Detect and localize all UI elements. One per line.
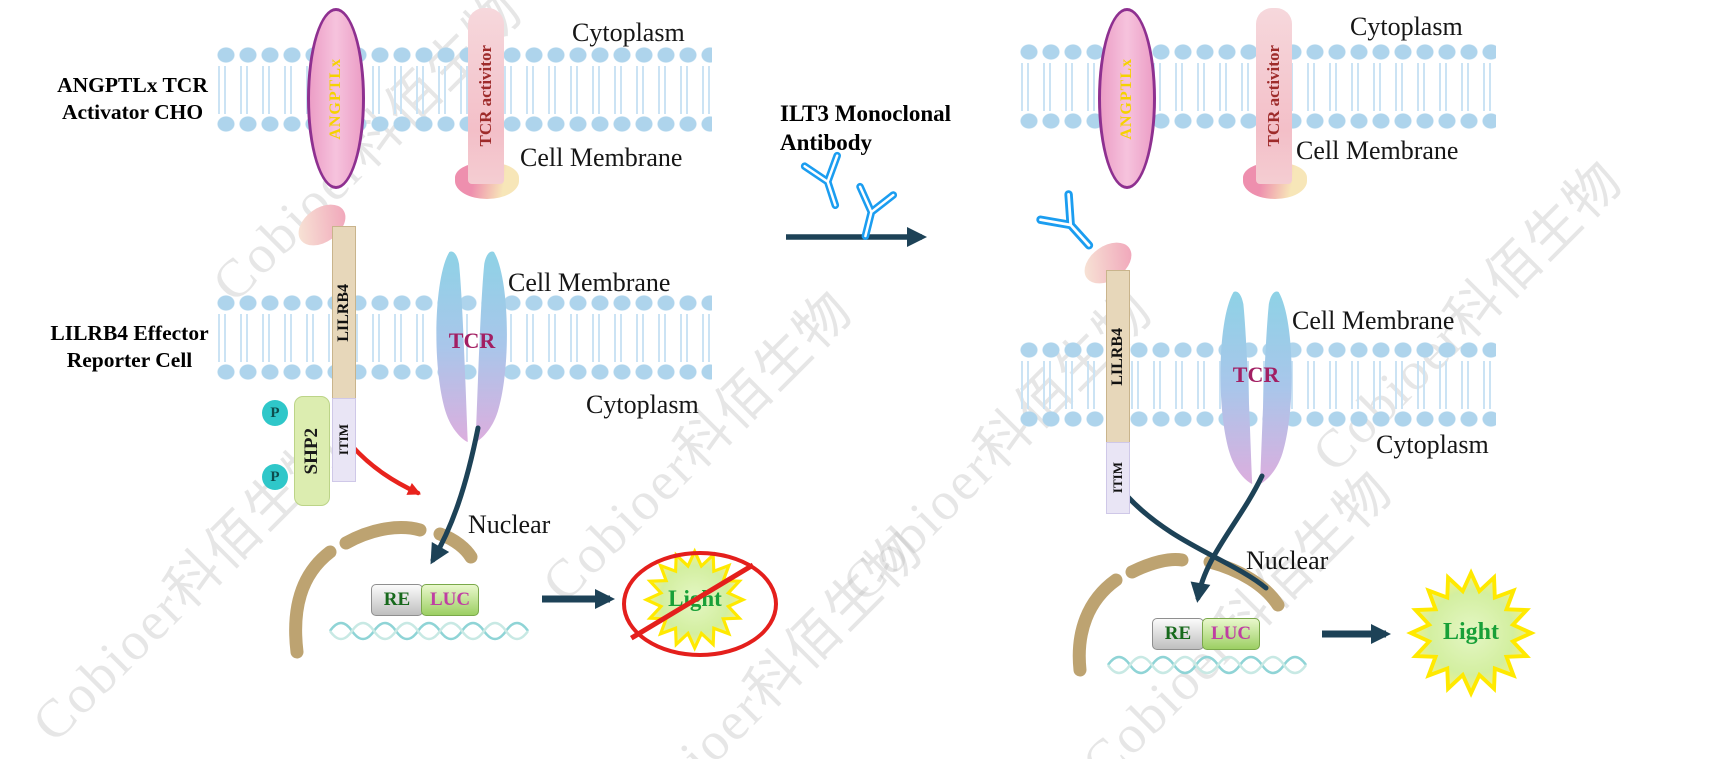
tcr-activator-label: TCR activitor <box>1264 45 1283 147</box>
cell-membrane-label: Cell Membrane <box>520 143 683 172</box>
lipid-heads <box>1018 340 1496 361</box>
nuclear-label: Nuclear <box>1246 546 1329 575</box>
ilt3-title-line2: Antibody <box>780 129 873 155</box>
angptlx-ligand-left: ANGPTLx <box>307 8 365 189</box>
effector-title-line1: LILRB4 Effector <box>50 321 209 345</box>
re-label: RE <box>1164 623 1192 644</box>
antibody-bound-icon <box>1040 194 1103 258</box>
cho-cell-title: ANGPTLx TCR Activator CHO <box>30 72 235 126</box>
lipid-tails <box>215 90 712 114</box>
itim-domain-left: ITIM <box>332 398 356 482</box>
response-element-box-right: RE <box>1152 618 1204 650</box>
response-element-box-left: RE <box>371 584 423 616</box>
luc-label: LUC <box>1210 623 1252 644</box>
tcr-signal-arrow-left <box>430 425 481 565</box>
luciferase-box-right: LUC <box>1202 618 1260 650</box>
effector-cell-membrane-right <box>1018 340 1496 430</box>
ilt3-antibody-title: ILT3 Monoclonal Antibody <box>780 100 990 158</box>
tcr-signal-arrow-right <box>1190 473 1265 603</box>
effector-cell-title: LILRB4 Effector Reporter Cell <box>22 320 237 374</box>
lipid-tails <box>1018 385 1496 409</box>
itim-label: ITIM <box>336 424 351 456</box>
lilrb4-receptor-right: LILRB4 <box>1106 270 1130 444</box>
effector-title-line2: Reporter Cell <box>66 347 193 372</box>
cell-membrane-label: Cell Membrane <box>1296 136 1459 165</box>
tcr-label-left: TCR <box>448 328 496 353</box>
dna-left <box>328 621 530 641</box>
cytoplasm-label: Cytoplasm <box>1350 12 1463 41</box>
phosphate-label: P <box>270 468 280 485</box>
angptlx-ligand-right: ANGPTLx <box>1098 8 1156 189</box>
antibody-icon <box>849 187 893 240</box>
lilrb4-receptor-left: LILRB4 <box>332 226 356 400</box>
cytoplasm-label: Cytoplasm <box>1376 430 1489 459</box>
ilt3-title-line1: ILT3 Monoclonal <box>780 101 952 126</box>
shp2-inhibition-arrow <box>349 443 421 496</box>
shp2-phosphatase: SHP2 <box>294 396 330 506</box>
cell-membrane-label: Cell Membrane <box>1292 306 1455 335</box>
tcr-activator-left: TCR activitor <box>468 8 504 184</box>
cho-title-line2: Activator CHO <box>61 99 204 124</box>
lipid-tails <box>1018 361 1496 385</box>
cell-membrane-label: Cell Membrane <box>508 268 671 297</box>
re-label: RE <box>383 589 411 610</box>
luciferase-box-left: LUC <box>421 584 479 616</box>
itim-label: ITIM <box>1110 462 1125 494</box>
tcr-label-right: TCR <box>1232 362 1280 387</box>
tcr-activator-right: TCR activitor <box>1256 8 1292 184</box>
lipid-heads <box>1018 409 1496 430</box>
lilrb4-signal-line-right <box>1125 494 1269 591</box>
lipid-tails <box>215 314 712 338</box>
luc-label: LUC <box>429 589 471 610</box>
phosphate-icon: P <box>262 400 288 426</box>
antibody-icon <box>805 156 852 211</box>
cytoplasm-label: Cytoplasm <box>586 390 699 419</box>
prohibition-circle <box>622 551 778 657</box>
cytoplasm-label: Cytoplasm <box>572 18 685 47</box>
light-label-right: Light <box>1442 619 1499 645</box>
phosphate-label: P <box>270 404 280 421</box>
cho-title-line1: ANGPTLx TCR <box>57 73 208 97</box>
itim-domain-right: ITIM <box>1106 442 1130 514</box>
lilrb4-label: LILRB4 <box>335 284 352 342</box>
lipid-tails <box>215 66 712 90</box>
phosphate-icon: P <box>262 464 288 490</box>
nuclear-label: Nuclear <box>468 510 551 539</box>
tcr-activator-label: TCR activitor <box>476 45 495 147</box>
angptlx-label: ANGPTLx <box>327 57 344 140</box>
angptlx-label: ANGPTLx <box>1118 57 1135 140</box>
lilrb4-label: LILRB4 <box>1109 328 1126 386</box>
dna-right <box>1106 655 1308 675</box>
shp2-label: SHP2 <box>301 427 322 475</box>
